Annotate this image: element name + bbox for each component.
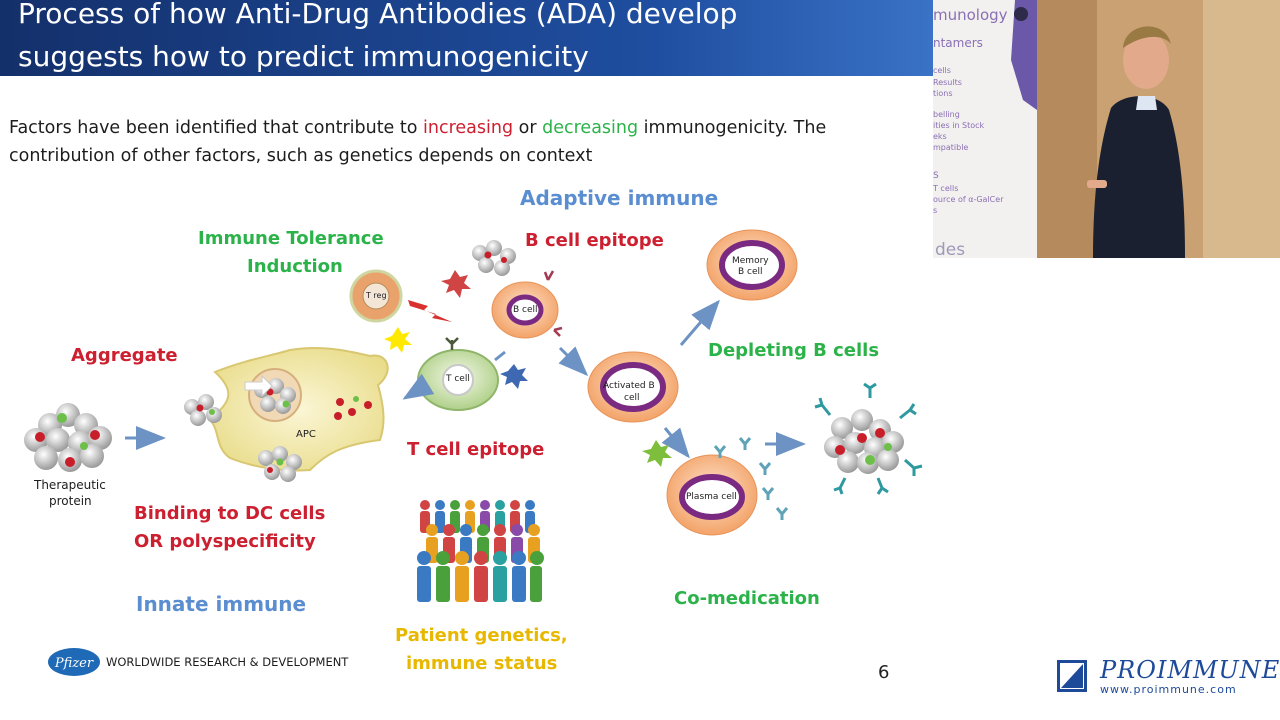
speaker-video-frame bbox=[933, 0, 1280, 258]
starburst-green-icon bbox=[642, 440, 672, 467]
intro-line1: Factors have been identified that contri… bbox=[9, 118, 826, 138]
slide-title-line2: suggests how to predict immunogenicity bbox=[18, 40, 589, 73]
proimmune-logo-icon bbox=[1057, 660, 1087, 692]
memory-label-line1: Memory bbox=[732, 256, 769, 266]
apc-cell bbox=[208, 346, 389, 472]
side-panel-line2: ntamers bbox=[933, 36, 983, 50]
title-bar: Process of how Anti-Drug Antibodies (ADA… bbox=[0, 0, 933, 76]
binding-label-line1: Binding to DC cells bbox=[134, 503, 326, 524]
apc-label: APC bbox=[296, 429, 316, 440]
memory-label-line2: B cell bbox=[738, 267, 763, 277]
lightning-icon bbox=[408, 300, 452, 322]
speaker-video: munology ntamers cells Results tions bel… bbox=[933, 0, 1280, 258]
activated-label-line1: Activated B bbox=[603, 381, 655, 391]
adaptive-immune-label: Adaptive immune bbox=[520, 186, 719, 210]
intro-line2: contribution of other factors, such as g… bbox=[9, 146, 593, 166]
immune-tolerance-label-line2: Induction bbox=[247, 256, 343, 277]
patient-genetics-label-line2: immune status bbox=[406, 653, 558, 674]
proimmune-url: www.proimmune.com bbox=[1100, 683, 1237, 696]
side-panel-line10: S bbox=[933, 171, 939, 181]
page-number: 6 bbox=[878, 662, 890, 683]
starburst-blue-icon bbox=[500, 364, 528, 389]
pfizer-division-text: WORLDWIDE RESEARCH & DEVELOPMENT bbox=[106, 655, 349, 669]
co-medication-label: Co-medication bbox=[674, 588, 820, 609]
side-panel-line14: des bbox=[935, 240, 966, 258]
speaker-body bbox=[1093, 96, 1185, 258]
speaker-head bbox=[1123, 31, 1169, 89]
treg-label: T reg bbox=[366, 291, 387, 300]
activated-label-line2: cell bbox=[624, 393, 640, 403]
side-panel-line12: ource of α-GalCer bbox=[933, 195, 1004, 204]
aggregate-small-icon bbox=[184, 394, 222, 426]
pfizer-logo: Pfizer bbox=[47, 646, 101, 678]
t-cell-epitope-label: T cell epitope bbox=[407, 439, 545, 460]
side-panel-line5: tions bbox=[933, 89, 953, 98]
t-cell-label: T cell bbox=[446, 374, 470, 384]
immunogenicity-diagram bbox=[24, 229, 923, 607]
antibody-bound-aggregate-icon bbox=[814, 382, 923, 495]
starburst-yellow-icon bbox=[384, 327, 412, 353]
decreasing-word: decreasing bbox=[542, 118, 639, 138]
increasing-word: increasing bbox=[423, 118, 514, 138]
b-cell-epitope-aggregate-icon bbox=[472, 240, 516, 276]
crowd-icon bbox=[416, 495, 544, 607]
immune-tolerance-label-line1: Immune Tolerance bbox=[198, 228, 384, 249]
aggregate-bottom-icon bbox=[258, 446, 302, 482]
aggregate-label: Aggregate bbox=[71, 345, 178, 366]
intro-text-or: or bbox=[513, 118, 543, 138]
side-panel-line7: ities in Stock bbox=[933, 121, 985, 130]
side-panel-line13: s bbox=[933, 206, 938, 215]
patient-genetics-label-line1: Patient genetics, bbox=[395, 625, 568, 646]
therapeutic-label-line1: Therapeutic bbox=[34, 478, 106, 492]
side-panel-line6: belling bbox=[933, 110, 960, 119]
svg-text:Pfizer: Pfizer bbox=[54, 656, 94, 671]
side-panel-line4: Results bbox=[933, 78, 962, 87]
antibody-icons bbox=[713, 437, 789, 520]
proimmune-name: PROIMMUNE bbox=[1100, 656, 1280, 684]
side-panel-line3: cells bbox=[933, 66, 951, 75]
side-panel-line8: eks bbox=[933, 132, 947, 141]
b-cell-label: B cell bbox=[513, 305, 538, 315]
therapeutic-protein-icon bbox=[24, 403, 112, 472]
plasma-cell-label: Plasma cell bbox=[686, 492, 737, 502]
therapeutic-label-line2: protein bbox=[49, 494, 92, 508]
side-panel-line1: munology bbox=[933, 6, 1008, 24]
b-cell-epitope-label: B cell epitope bbox=[525, 230, 664, 251]
slide-title-line1: Process of how Anti-Drug Antibodies (ADA… bbox=[18, 0, 738, 30]
binding-label-line2: OR polyspecificity bbox=[134, 531, 316, 552]
intro-text-b: immunogenicity. The bbox=[638, 118, 827, 138]
side-panel-line9: mpatible bbox=[933, 143, 969, 152]
depleting-b-cells-label: Depleting B cells bbox=[708, 340, 880, 361]
innate-immune-label: Innate immune bbox=[136, 592, 307, 616]
starburst-red-icon bbox=[441, 270, 471, 298]
intro-text-a: Factors have been identified that contri… bbox=[9, 118, 424, 138]
side-panel-line11: T cells bbox=[933, 184, 959, 193]
